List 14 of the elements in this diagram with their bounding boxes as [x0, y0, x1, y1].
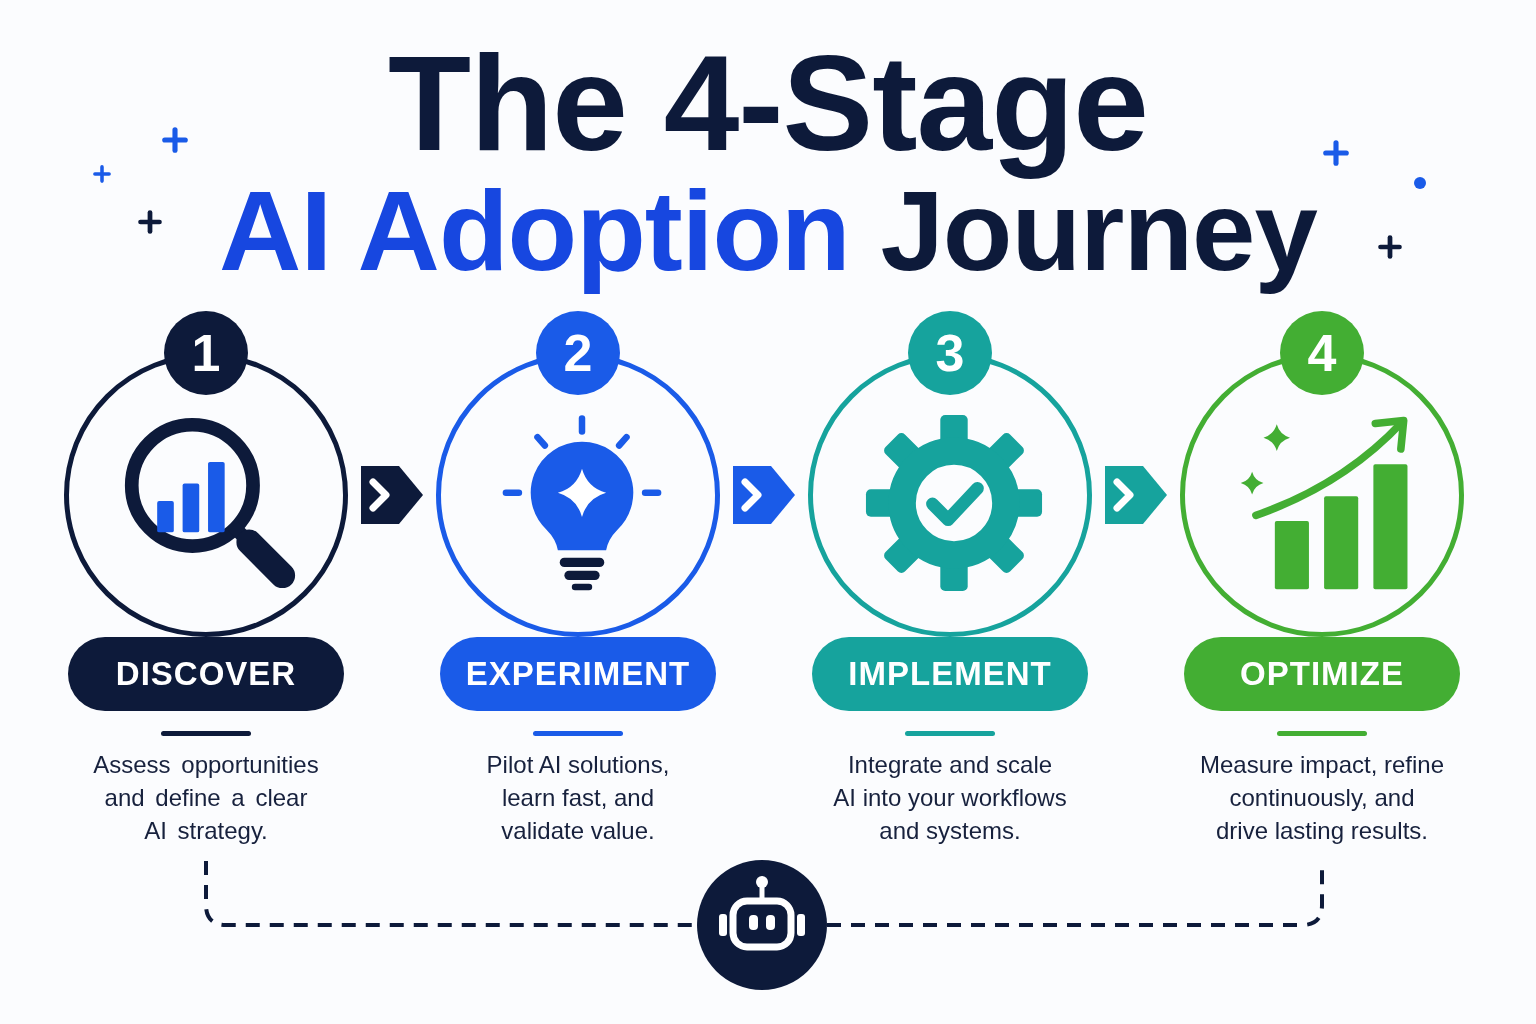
- step-number-badge: 3: [908, 311, 992, 395]
- stage-name-pill: EXPERIMENT: [440, 637, 716, 711]
- step-number-badge: 4: [1280, 311, 1364, 395]
- robot-icon: [697, 860, 827, 990]
- stage-description: Pilot AI solutions, learn fast, and validate value.: [485, 750, 671, 846]
- stage-name-pill: DISCOVER: [68, 637, 344, 711]
- stage-name-pill: IMPLEMENT: [812, 637, 1088, 711]
- stage-name-pill: OPTIMIZE: [1184, 637, 1460, 711]
- title: The 4-Stage AI Adoption Journey: [218, 35, 1318, 296]
- stage-description: Integrate and scale AI into your workflows and systems.: [832, 750, 1068, 846]
- stage-description: Measure impact, refine continuously, and drive lasting results.: [1198, 750, 1446, 846]
- step-number-badge: 2: [536, 311, 620, 395]
- stage-description: Assess opportunities and define a clear AI strategy.: [92, 750, 320, 846]
- step-number-badge: 1: [164, 311, 248, 395]
